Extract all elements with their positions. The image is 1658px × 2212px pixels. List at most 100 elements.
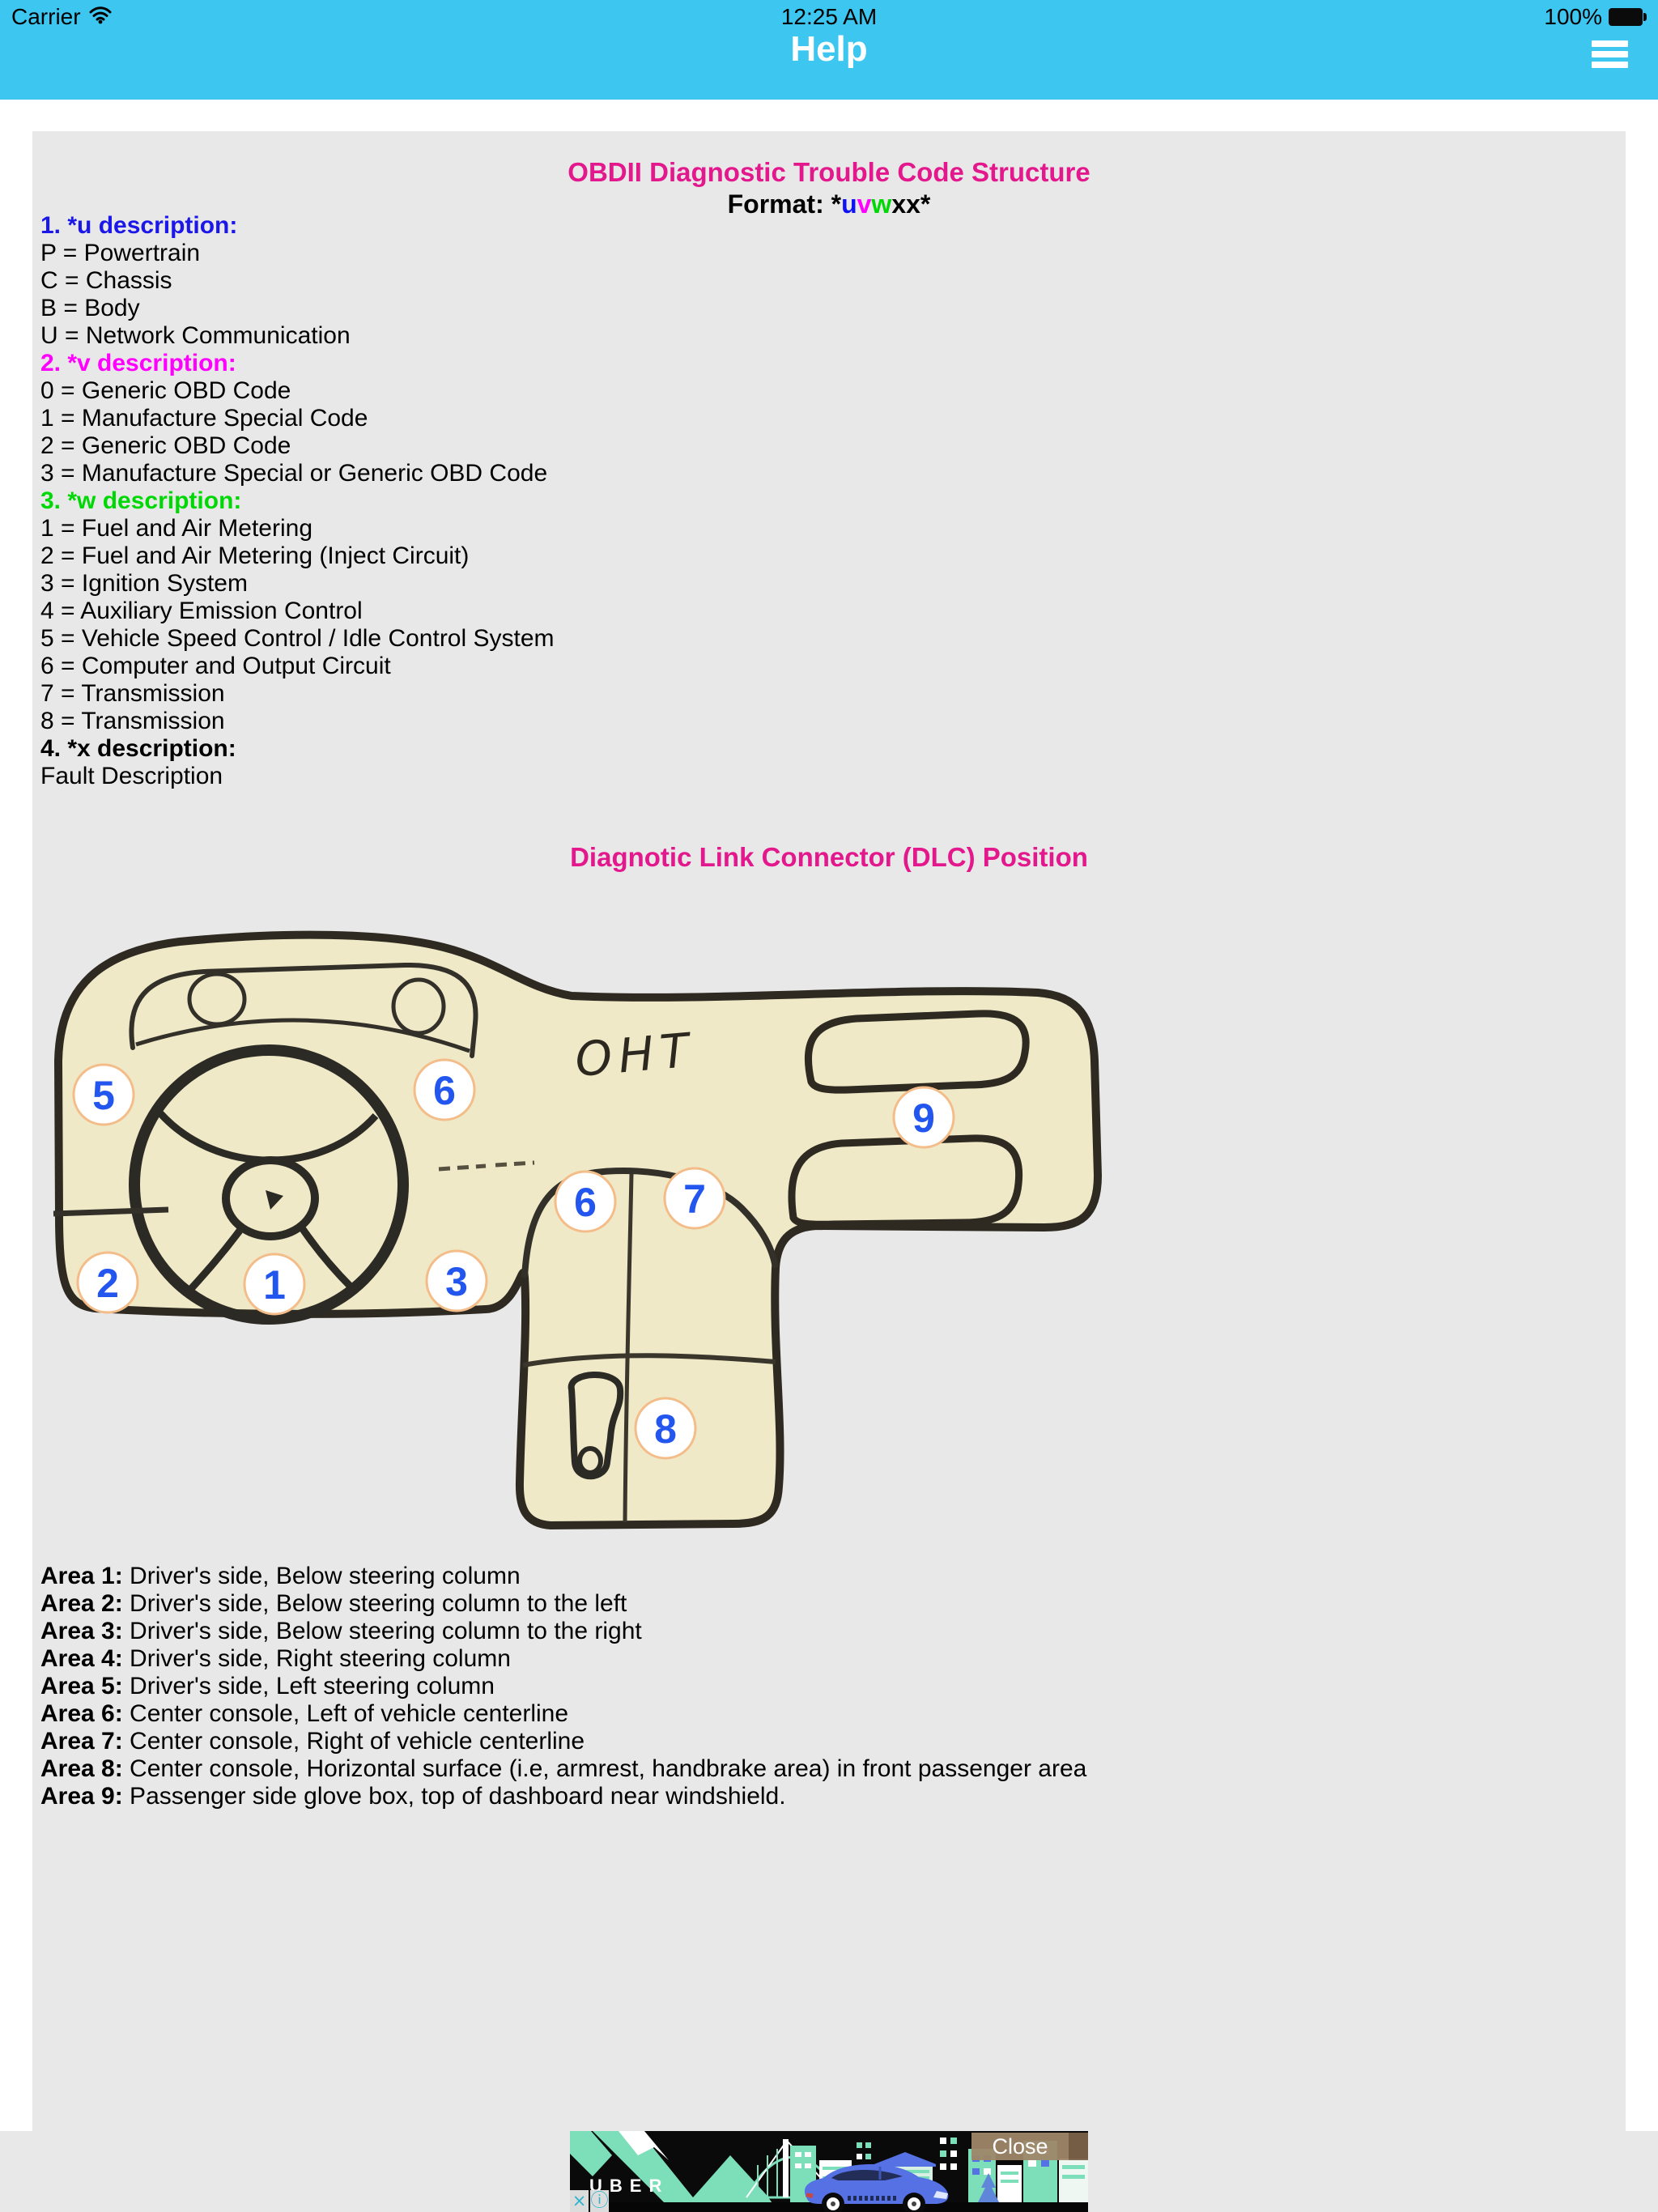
- list-item: 1 = Fuel and Air Metering: [40, 515, 313, 542]
- format-w: w: [871, 189, 892, 219]
- status-right: 100%: [1544, 4, 1647, 30]
- svg-text:9: 9: [912, 1095, 935, 1141]
- format-prefix: Format: *: [727, 189, 842, 219]
- area-label: Area 8:: [40, 1755, 123, 1782]
- dashboard-sketch: OHT 5 6 9 6 7 2 1: [53, 930, 1102, 1529]
- menu-icon[interactable]: [1592, 40, 1628, 68]
- list-item: 4 = Auxiliary Emission Control: [40, 598, 363, 624]
- list-item: P = Powertrain: [40, 240, 201, 266]
- list-item: Area 9: Passenger side glove box, top of…: [40, 1783, 1086, 1810]
- list-item: 0 = Generic OBD Code: [40, 377, 291, 404]
- area-desc: Center console, Right of vehicle centerl…: [122, 1728, 585, 1755]
- area-label: Area 1:: [40, 1563, 123, 1589]
- wheel-spoke-left: [186, 1228, 243, 1294]
- dash-marks: [438, 1160, 535, 1172]
- marker-5: 5: [72, 1063, 135, 1126]
- help-content-panel: OBDII Diagnostic Trouble Code Structure …: [32, 131, 1626, 2131]
- svg-text:6: 6: [433, 1068, 456, 1113]
- car-illustration: [804, 2164, 949, 2212]
- battery-icon: [1609, 8, 1647, 26]
- dtc-structure-title: OBDII Diagnostic Trouble Code Structure: [568, 157, 1090, 187]
- wifi-icon: [89, 4, 112, 30]
- list-item: 3 = Manufacture Special or Generic OBD C…: [40, 460, 548, 487]
- shifter: [568, 1372, 624, 1480]
- area-label: Area 5:: [40, 1673, 123, 1699]
- format-u: u: [841, 189, 857, 219]
- area-desc: Driver's side, Left steering column: [122, 1673, 495, 1699]
- list-item: 2 = Generic OBD Code: [40, 432, 291, 459]
- cluster-band: [129, 962, 478, 1058]
- page-title: Help: [790, 29, 868, 69]
- list-item: U = Network Communication: [40, 322, 351, 349]
- cluster-band-inner: [135, 1018, 470, 1053]
- section-heading-v: 2. *v description:: [40, 350, 236, 376]
- list-item: Area 1: Driver's side, Below steering co…: [40, 1563, 1086, 1590]
- area-desc: Driver's side, Below steering column: [122, 1563, 521, 1589]
- carrier-label: Carrier: [11, 4, 81, 29]
- area-label: Area 3:: [40, 1618, 123, 1644]
- area-desc: Driver's side, Below steering column to …: [122, 1618, 642, 1644]
- ad-artwork: [570, 2131, 1088, 2212]
- area-desc: Passenger side glove box, top of dashboa…: [122, 1783, 786, 1810]
- marker-9: 9: [892, 1086, 955, 1149]
- dlc-position-title: Diagnotic Link Connector (DLC) Position: [570, 842, 1088, 872]
- clock: 12:25 AM: [780, 4, 878, 29]
- section-heading-u: 1. *u description:: [40, 212, 238, 239]
- list-item: Area 6: Center console, Left of vehicle …: [40, 1700, 1086, 1728]
- shifter-knob: [577, 1446, 603, 1475]
- area-label: Area 9:: [40, 1783, 123, 1810]
- area-label: Area 4:: [40, 1645, 123, 1672]
- dtc-code-list: 1. *u description: P = Powertrain C = Ch…: [40, 212, 555, 790]
- list-item: Area 8: Center console, Horizontal surfa…: [40, 1755, 1086, 1783]
- area-label: Area 7:: [40, 1728, 123, 1755]
- marker-6-top: 6: [413, 1058, 476, 1121]
- section-heading-w: 3. *w description:: [40, 487, 242, 514]
- console-centerline: [623, 1173, 634, 1523]
- knee-line: [53, 1206, 169, 1217]
- list-item: Area 3: Driver's side, Below steering co…: [40, 1618, 1086, 1645]
- list-item: Area 4: Driver's side, Right steering co…: [40, 1645, 1086, 1673]
- section-heading-x: 4. *x description:: [40, 735, 236, 762]
- ad-close-button[interactable]: Close: [971, 2133, 1069, 2160]
- menu-bar: [1592, 40, 1628, 47]
- ad-banner[interactable]: UBER Close × ⓘ: [570, 2131, 1088, 2212]
- svg-text:7: 7: [683, 1176, 706, 1222]
- sketch-label: OHT: [573, 1022, 698, 1087]
- list-item: Area 7: Center console, Right of vehicle…: [40, 1728, 1086, 1755]
- marker-2: 2: [76, 1251, 139, 1314]
- wheel-hub: [222, 1156, 319, 1240]
- list-item: 6 = Computer and Output Circuit: [40, 653, 391, 679]
- list-item: Area 5: Driver's side, Left steering col…: [40, 1673, 1086, 1700]
- svg-text:5: 5: [92, 1073, 115, 1118]
- area-desc: Center console, Horizontal surface (i.e,…: [122, 1755, 1087, 1782]
- list-item: 8 = Transmission: [40, 708, 225, 734]
- list-item: B = Body: [40, 295, 140, 321]
- marker-3: 3: [425, 1249, 488, 1312]
- wheel-hub-dot: [266, 1190, 283, 1210]
- list-item: Area 2: Driver's side, Below steering co…: [40, 1590, 1086, 1618]
- svg-text:1: 1: [263, 1262, 286, 1308]
- steering-wheel: [129, 1044, 409, 1325]
- marker-8: 8: [634, 1397, 697, 1460]
- format-v: v: [857, 189, 872, 219]
- menu-bar: [1592, 51, 1628, 57]
- list-item: 2 = Fuel and Air Metering (Inject Circui…: [40, 542, 470, 569]
- list-item: 5 = Vehicle Speed Control / Idle Control…: [40, 625, 555, 652]
- area-desc: Driver's side, Right steering column: [122, 1645, 511, 1672]
- area-desc: Center console, Left of vehicle centerli…: [122, 1700, 569, 1727]
- dtc-format-line: Format: *uvwxx*: [32, 189, 1626, 219]
- format-tail: xx*: [891, 189, 931, 219]
- marker-6-console: 6: [554, 1170, 617, 1233]
- list-item: 3 = Ignition System: [40, 570, 248, 597]
- ad-dismiss-icon[interactable]: ×: [570, 2190, 589, 2212]
- ad-info-icon[interactable]: ⓘ: [590, 2190, 609, 2212]
- area-label: Area 2:: [40, 1590, 123, 1617]
- gauge-right: [391, 977, 446, 1036]
- area-desc: Driver's side, Below steering column to …: [122, 1590, 627, 1617]
- area-label: Area 6:: [40, 1700, 123, 1727]
- svg-text:8: 8: [654, 1406, 677, 1452]
- wheel-spoke-right: [300, 1227, 355, 1291]
- menu-bar: [1592, 62, 1628, 68]
- area-legend: Area 1: Driver's side, Below steering co…: [40, 1563, 1086, 1810]
- header-bar: Carrier 12:25 AM 100% Help: [0, 0, 1658, 100]
